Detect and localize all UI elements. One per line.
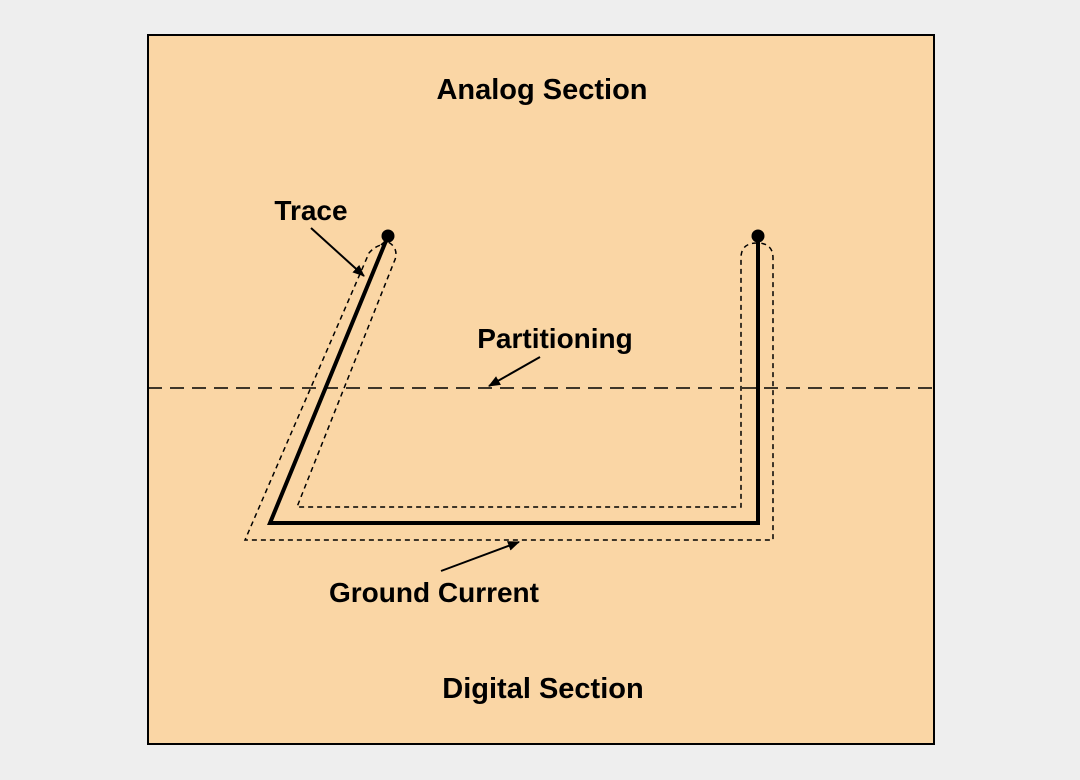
digital-section-label: Digital Section	[442, 673, 643, 705]
partitioning-pointer-arrow	[488, 356, 541, 387]
board-outline	[147, 34, 935, 745]
trace-endpoint-left	[381, 229, 395, 243]
ground-current-path	[243, 241, 774, 541]
partitioning-label: Partitioning	[477, 323, 633, 354]
signal-trace	[267, 235, 760, 525]
trace-endpoint-right	[751, 229, 765, 243]
ground-current-label: Ground Current	[329, 577, 539, 608]
ground-current-pointer-arrow	[440, 541, 520, 572]
analog-section-label: Analog Section	[436, 74, 647, 106]
trace-label: Trace	[274, 195, 347, 226]
trace-pointer-arrow	[310, 227, 365, 277]
